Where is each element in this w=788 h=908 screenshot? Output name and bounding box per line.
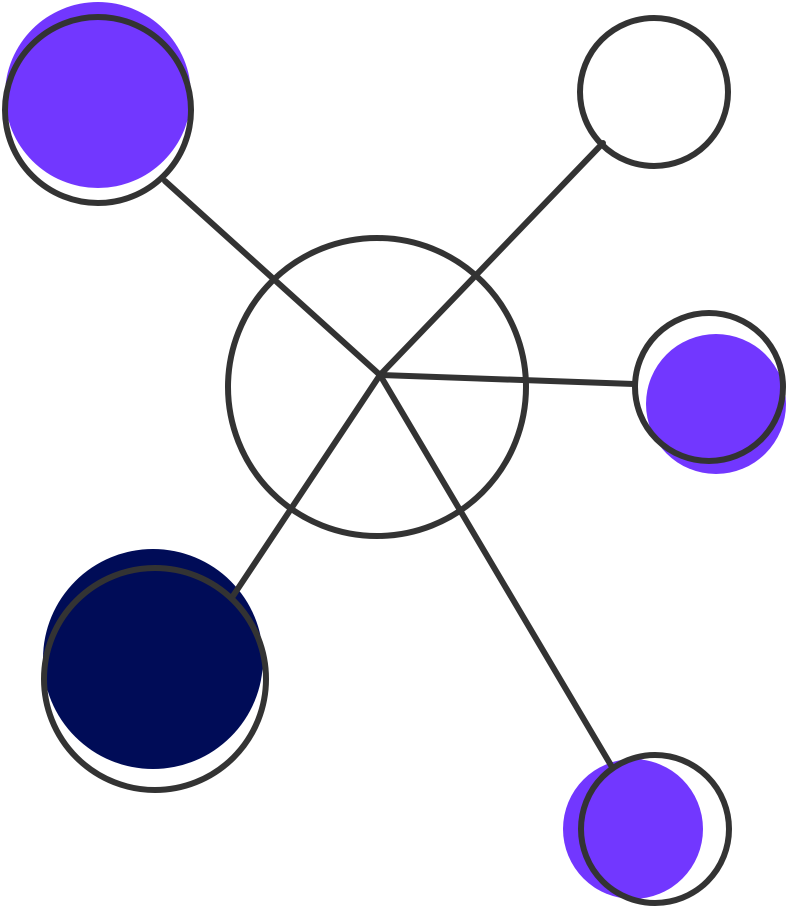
node-right-fill: [646, 334, 786, 474]
spoke-bottom-right: [377, 372, 615, 770]
node-bottom-left-fill: [43, 549, 263, 769]
node-top-right: [577, 15, 731, 169]
node-right: [632, 310, 786, 464]
node-bottom-right: [578, 752, 732, 906]
node-bottom-left: [41, 565, 269, 793]
spoke-right: [377, 372, 637, 387]
node-outlines: [2, 14, 786, 906]
node-bottom-right-fill: [563, 759, 703, 899]
spoke-top-right: [377, 140, 606, 378]
hub-circle: [225, 235, 529, 539]
spoke-bottom-left: [230, 372, 383, 599]
node-top-left: [2, 14, 194, 206]
node-top-left-fill: [5, 2, 191, 188]
node-fills: [5, 2, 786, 899]
spokes: [162, 140, 637, 770]
